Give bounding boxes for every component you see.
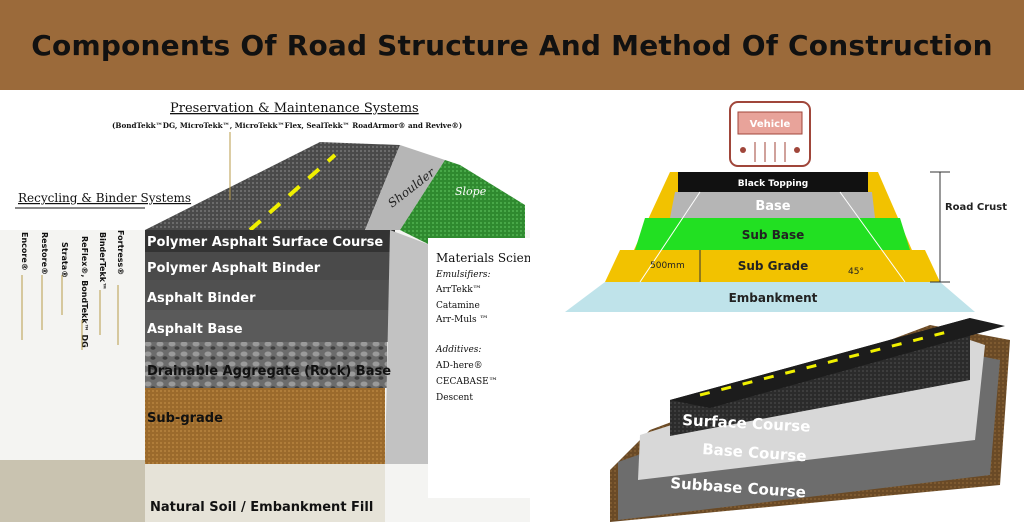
product-restore: Restore® — [40, 232, 49, 275]
shoulder-strip — [365, 145, 445, 230]
layer-surface-course — [145, 230, 395, 252]
additive-3: Descent — [436, 393, 473, 403]
layer-polymer-binder — [145, 252, 393, 280]
vehicle-label: Vehicle — [750, 119, 791, 130]
product-fortress: Fortress® — [116, 230, 125, 275]
product-reflex: ReFlex®, BondTekk™ DG — [80, 236, 89, 348]
emulsifier-2: Catamine — [436, 301, 480, 311]
crust-label-sub-grade: Sub Grade — [738, 259, 809, 273]
additive-2: CECABASE™ — [436, 377, 498, 387]
dimension-label: 500mm — [650, 261, 685, 271]
additive-1: AD-here® — [435, 361, 483, 371]
crust-label-sub-base: Sub Base — [742, 228, 804, 242]
layers-3d-diagram: Surface Course Base Course Subbase Cours… — [610, 318, 1010, 522]
layer-label-7: Natural Soil / Embankment Fill — [150, 500, 373, 515]
angle-label: 45° — [848, 267, 864, 277]
layer-natural-soil — [145, 464, 385, 522]
preservation-products: (BondTekk™DG, MicroTekk™, MicroTekk™Flex… — [112, 121, 462, 130]
crust-base — [670, 192, 875, 218]
emulsifier-1: ArrTekk™ — [435, 285, 482, 295]
additives-label: Additives: — [435, 345, 481, 355]
layer-label-5: Drainable Aggregate (Rock) Base — [147, 364, 391, 379]
emulsifier-3: Arr-Muls ™ — [435, 315, 489, 325]
right-panel: Vehicle Black Topping Base Sub Base Sub … — [530, 90, 1024, 522]
road-crust-diagram: Vehicle Black Topping Base Sub Base Sub … — [565, 101, 1007, 312]
layer-label-1: Polymer Asphalt Surface Course — [147, 235, 383, 250]
layer-label-2: Polymer Asphalt Binder — [147, 261, 321, 276]
emulsifiers-label: Emulsifiers: — [435, 270, 491, 280]
page-title: Components Of Road Structure And Method … — [31, 28, 993, 62]
layer-sub-grade — [145, 388, 385, 464]
center-line — [248, 153, 337, 232]
recycling-product-list: Encore® Restore® Strata® ReFlex®, BondTe… — [20, 230, 125, 348]
road-surface-top — [145, 142, 400, 230]
crust-black-topping — [678, 172, 868, 192]
recycling-title: Recycling & Binder Systems — [18, 191, 191, 205]
product-strata: Strata® — [60, 242, 69, 278]
crust-sub-base — [635, 218, 910, 250]
crust-sub-grade — [605, 250, 940, 282]
materials-box — [428, 238, 530, 498]
slope-label: Slope — [455, 185, 487, 198]
crust-embankment — [565, 282, 975, 312]
crust-label-base: Base — [755, 199, 790, 214]
title-banner: Components Of Road Structure And Method … — [0, 0, 1024, 90]
layer-label-4: Asphalt Base — [147, 322, 243, 337]
pavement-cross-section: Shoulder Slope Polymer Asphalt Surface C… — [0, 90, 545, 522]
product-bindertekk: BinderTekk™ — [98, 232, 107, 290]
layer-label-3: Asphalt Binder — [147, 291, 256, 306]
road-crust-label: Road Crust — [945, 202, 1007, 213]
layer-asphalt-base — [145, 310, 389, 342]
layer-asphalt-binder — [145, 280, 391, 310]
crust-label-embankment: Embankment — [729, 291, 818, 305]
crust-label-topping: Black Topping — [738, 179, 808, 189]
product-encore: Encore® — [20, 232, 29, 271]
preservation-title: Preservation & Maintenance Systems — [170, 101, 419, 116]
layer-aggregate-base — [145, 342, 387, 388]
slope-area — [400, 160, 525, 245]
materials-title: Materials Science — [436, 251, 530, 265]
layer-label-6: Sub-grade — [147, 411, 223, 426]
